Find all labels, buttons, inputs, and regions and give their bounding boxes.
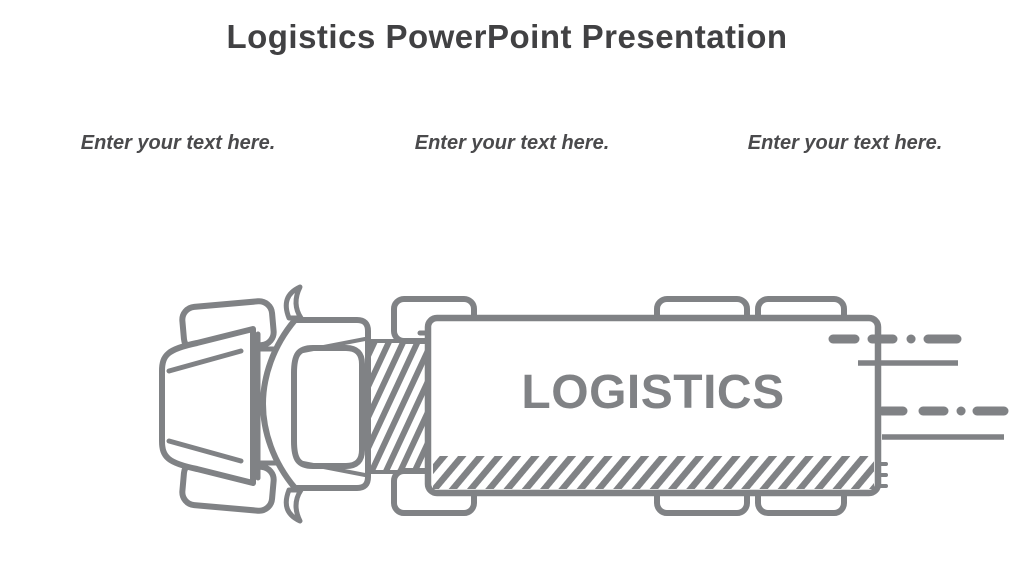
truck-cab-icon (159, 284, 371, 524)
text-placeholder-left: Enter your text here. (80, 132, 276, 154)
truck-trailer-icon: LOGISTICS (417, 314, 888, 497)
coupling-plate-icon (367, 339, 430, 474)
text-placeholder-right: Enter your text here. (747, 132, 943, 154)
trailer-label: LOGISTICS (521, 366, 784, 419)
slide-title: Logistics PowerPoint Presentation (226, 18, 788, 55)
motion-lines-icon (828, 334, 1009, 440)
text-placeholder-center: Enter your text here. (414, 132, 610, 154)
